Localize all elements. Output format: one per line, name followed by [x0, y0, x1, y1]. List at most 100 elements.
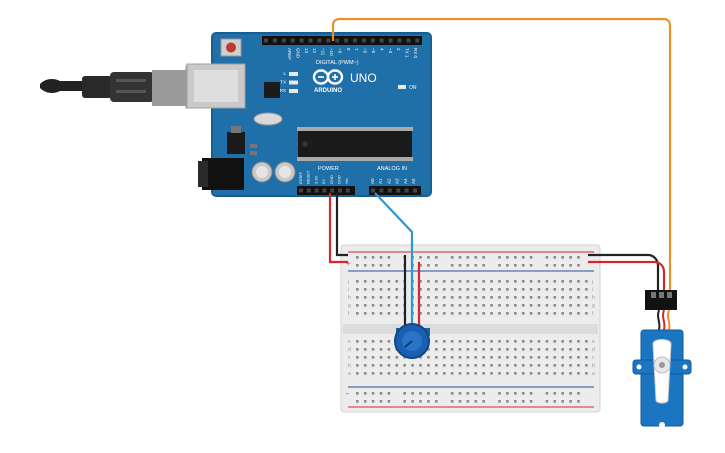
breadboard-hole[interactable] — [506, 296, 509, 299]
breadboard-hole[interactable] — [585, 356, 588, 359]
breadboard-hole[interactable] — [363, 296, 367, 299]
breadboard-hole[interactable] — [514, 304, 517, 307]
breadboard-hole[interactable] — [474, 372, 478, 375]
breadboard-hole[interactable] — [395, 364, 399, 367]
breadboard-hole[interactable] — [458, 256, 462, 259]
breadboard-hole[interactable] — [427, 356, 430, 359]
breadboard-hole[interactable] — [561, 296, 564, 299]
breadboard-hole[interactable] — [466, 348, 470, 351]
breadboard-hole[interactable] — [521, 364, 525, 367]
breadboard-hole[interactable] — [577, 280, 580, 283]
breadboard-hole[interactable] — [395, 312, 399, 315]
breadboard-hole[interactable] — [585, 304, 588, 307]
breadboard-hole[interactable] — [450, 356, 454, 359]
breadboard-hole[interactable] — [482, 400, 485, 403]
breadboard-hole[interactable] — [411, 364, 414, 367]
breadboard-hole[interactable] — [474, 264, 478, 267]
breadboard-hole[interactable] — [442, 312, 446, 315]
breadboard-hole[interactable] — [435, 312, 438, 315]
wire-5v-red[interactable] — [328, 193, 348, 264]
breadboard-hole[interactable] — [379, 356, 383, 359]
breadboard-hole[interactable] — [442, 348, 446, 351]
breadboard-hole[interactable] — [371, 356, 375, 359]
breadboard-hole[interactable] — [371, 288, 375, 291]
breadboard-hole[interactable] — [427, 364, 430, 367]
breadboard-hole[interactable] — [419, 304, 422, 307]
breadboard-hole[interactable] — [371, 400, 375, 403]
breadboard-hole[interactable] — [458, 264, 462, 267]
breadboard-hole[interactable] — [498, 256, 501, 259]
breadboard-hole[interactable] — [514, 256, 517, 259]
breadboard-hole[interactable] — [427, 296, 430, 299]
breadboard-hole[interactable] — [474, 392, 478, 395]
breadboard-hole[interactable] — [514, 280, 517, 283]
breadboard-hole[interactable] — [482, 340, 485, 343]
breadboard-hole[interactable] — [561, 348, 564, 351]
breadboard-hole[interactable] — [427, 348, 430, 351]
breadboard-hole[interactable] — [442, 364, 446, 367]
breadboard-hole[interactable] — [585, 348, 588, 351]
breadboard-hole[interactable] — [387, 340, 391, 343]
breadboard-hole[interactable] — [411, 400, 414, 403]
breadboard-hole[interactable] — [577, 288, 580, 291]
breadboard-hole[interactable] — [577, 256, 580, 259]
breadboard-hole[interactable] — [545, 356, 549, 359]
breadboard-hole[interactable] — [521, 264, 525, 267]
breadboard-hole[interactable] — [363, 400, 367, 403]
breadboard-hole[interactable] — [498, 264, 501, 267]
breadboard-hole[interactable] — [482, 288, 485, 291]
breadboard-hole[interactable] — [356, 280, 359, 283]
breadboard-hole[interactable] — [506, 372, 509, 375]
breadboard-hole[interactable] — [435, 340, 438, 343]
breadboard-hole[interactable] — [521, 280, 525, 283]
breadboard-hole[interactable] — [427, 392, 430, 395]
breadboard-hole[interactable] — [379, 348, 383, 351]
breadboard-hole[interactable] — [387, 356, 391, 359]
breadboard-hole[interactable] — [458, 304, 462, 307]
breadboard-hole[interactable] — [387, 312, 391, 315]
breadboard-hole[interactable] — [371, 392, 375, 395]
breadboard-hole[interactable] — [506, 288, 509, 291]
breadboard-hole[interactable] — [569, 264, 572, 267]
breadboard-hole[interactable] — [466, 304, 470, 307]
breadboard-hole[interactable] — [561, 280, 564, 283]
breadboard-hole[interactable] — [387, 400, 391, 403]
breadboard-hole[interactable] — [529, 340, 533, 343]
breadboard-hole[interactable] — [498, 312, 501, 315]
header-pin-hole[interactable] — [415, 38, 420, 43]
header-pin-hole[interactable] — [272, 38, 277, 43]
breadboard-hole[interactable] — [545, 296, 549, 299]
breadboard-hole[interactable] — [466, 312, 470, 315]
breadboard-hole[interactable] — [521, 296, 525, 299]
breadboard-hole[interactable] — [379, 280, 383, 283]
breadboard-hole[interactable] — [363, 392, 367, 395]
breadboard-hole[interactable] — [387, 288, 391, 291]
breadboard-hole[interactable] — [545, 304, 549, 307]
breadboard-hole[interactable] — [545, 288, 549, 291]
breadboard-hole[interactable] — [458, 348, 462, 351]
breadboard-hole[interactable] — [356, 288, 359, 291]
breadboard-hole[interactable] — [379, 400, 383, 403]
header-pin-hole[interactable] — [330, 188, 335, 193]
breadboard-hole[interactable] — [466, 392, 470, 395]
breadboard-hole[interactable] — [490, 280, 493, 283]
breadboard-hole[interactable] — [553, 392, 557, 395]
breadboard-hole[interactable] — [387, 264, 391, 267]
breadboard-hole[interactable] — [403, 372, 406, 375]
breadboard-hole[interactable] — [371, 312, 375, 315]
breadboard-hole[interactable] — [387, 296, 391, 299]
header-pin-hole[interactable] — [299, 188, 303, 193]
breadboard-hole[interactable] — [474, 400, 478, 403]
breadboard-hole[interactable] — [577, 304, 580, 307]
breadboard-hole[interactable] — [561, 372, 564, 375]
breadboard-hole[interactable] — [371, 296, 375, 299]
breadboard-hole[interactable] — [577, 340, 580, 343]
wire-servo-red[interactable] — [588, 260, 666, 292]
breadboard-hole[interactable] — [521, 304, 525, 307]
breadboard-hole[interactable] — [435, 304, 438, 307]
header-pin-hole[interactable] — [370, 38, 375, 43]
breadboard-hole[interactable] — [482, 364, 485, 367]
